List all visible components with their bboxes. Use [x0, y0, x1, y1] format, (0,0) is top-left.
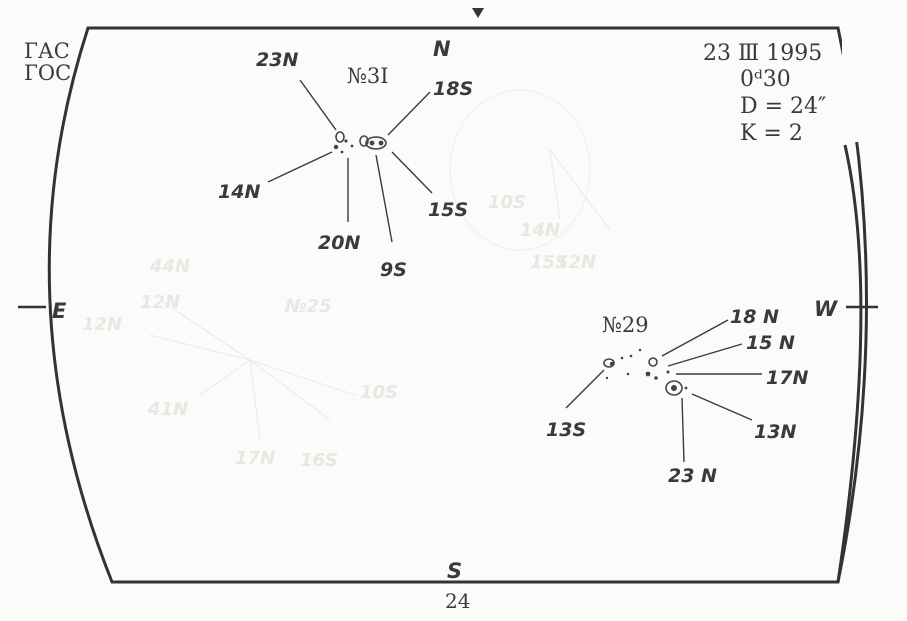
- leader-line: [661, 319, 729, 357]
- spot-label: 20N: [318, 232, 360, 254]
- sunspot: [648, 357, 658, 367]
- leader-line: [565, 369, 605, 409]
- compass-north: N: [433, 37, 451, 61]
- sunspot-group-31: №3I 23N 18S 14N 20N 9S 15S: [218, 49, 473, 281]
- spot-label: 15 N: [746, 332, 795, 354]
- bleed-label: 10S: [488, 192, 526, 213]
- sunspot: [666, 370, 670, 374]
- bleed-label: 41N: [147, 399, 188, 420]
- bleed-through-marks: 44N 12N 12N 41N 17N 16S 10S №25 10S 14N …: [82, 89, 611, 471]
- bleed-label: 15S: [530, 252, 568, 273]
- leader-line: [681, 397, 685, 463]
- observation-time: 0ᵈ30: [740, 67, 791, 92]
- frame-gap: [842, 30, 862, 142]
- sunspot: [344, 139, 348, 143]
- leader-line: [299, 79, 337, 131]
- spot-label: 13S: [546, 419, 586, 441]
- sunspot: [620, 356, 624, 360]
- sunspot: [369, 140, 375, 146]
- sunspot-group-29: №29 18 N 15 N 17N 13N 23 N 13S: [546, 306, 808, 487]
- north-marker: [472, 8, 484, 18]
- sunspot: [378, 140, 384, 146]
- leader-line: [391, 151, 433, 194]
- bleed-label: 16S: [300, 450, 338, 471]
- spot-label: 18 N: [730, 306, 779, 328]
- sunspot: [340, 150, 344, 154]
- sunspot: [645, 371, 651, 377]
- bleed-label: 12N: [556, 252, 596, 273]
- bleed-label: 12N: [140, 292, 180, 313]
- sunspot: [665, 380, 683, 396]
- sunspot: [609, 361, 615, 367]
- sunspot: [626, 372, 630, 376]
- bleed-label: 44N: [149, 256, 190, 277]
- spot-label: 23 N: [668, 465, 717, 487]
- sunspot: [638, 348, 642, 352]
- page-number: 24: [445, 589, 470, 613]
- compass-south: S: [447, 559, 462, 583]
- quality-index: K = 2: [740, 121, 803, 146]
- spot-label: 18S: [433, 78, 473, 100]
- leader-line: [387, 91, 431, 136]
- group-label: №3I: [347, 64, 389, 88]
- bleed-label: 10S: [360, 382, 398, 403]
- sunspot: [359, 135, 369, 147]
- sunspot: [365, 136, 387, 150]
- compass-east: E: [52, 299, 67, 323]
- spot-label: 13N: [754, 421, 796, 443]
- bleed-label: 14N: [520, 220, 560, 241]
- compass-west: W: [814, 297, 838, 321]
- sunspot: [335, 131, 345, 143]
- observatory-code-line1: ГАС: [24, 39, 70, 63]
- group-label: №29: [602, 313, 649, 337]
- observatory-code-line2: ГОС: [24, 61, 71, 85]
- disk-diameter: D = 24″: [740, 94, 826, 119]
- spot-label: 23N: [256, 49, 298, 71]
- sunspot: [629, 354, 633, 358]
- leader-line: [667, 343, 743, 367]
- sunspot: [333, 144, 339, 150]
- sunspot: [654, 376, 658, 380]
- spot-label: 14N: [218, 181, 260, 203]
- sunspot: [671, 385, 677, 391]
- bleed-label: 17N: [235, 448, 275, 469]
- spot-label: 15S: [428, 199, 468, 221]
- bleed-label: 12N: [82, 314, 122, 335]
- spot-label: 9S: [380, 259, 407, 281]
- solar-disk-right-edge: [836, 144, 863, 583]
- solar-disk-outline: [47, 26, 868, 584]
- leader-line: [691, 393, 753, 421]
- bleed-label: №25: [284, 296, 332, 317]
- sunspot: [684, 386, 688, 390]
- sunspot: [605, 376, 609, 380]
- leader-line: [267, 151, 333, 183]
- spot-label: 17N: [766, 367, 808, 389]
- sunspot: [603, 358, 615, 368]
- leader-line: [375, 154, 393, 243]
- sunspot: [350, 144, 354, 148]
- observation-date: 23 Ⅲ 1995: [703, 41, 822, 66]
